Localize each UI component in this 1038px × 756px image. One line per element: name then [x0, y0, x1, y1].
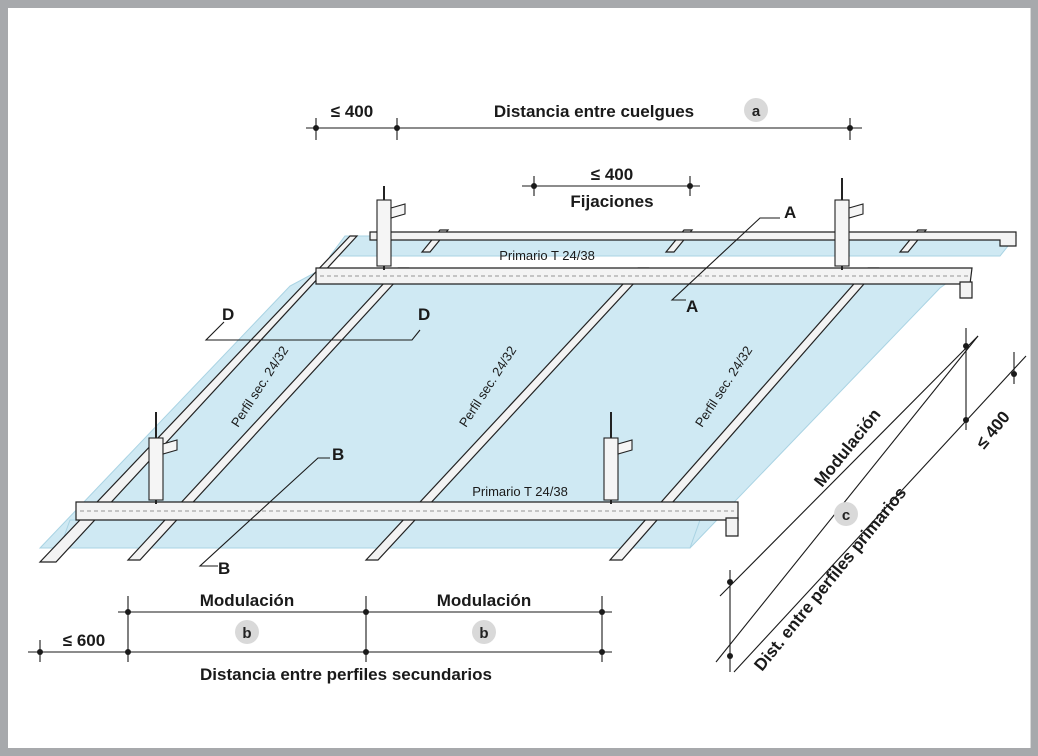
badge-b-2-label: b	[479, 625, 488, 642]
hanger-back-left	[376, 186, 406, 270]
hanger-front-right	[603, 412, 633, 504]
fixings-label: Fijaciones	[570, 192, 653, 211]
secondary-spacing-label: Distancia entre perfiles secundarios	[200, 665, 492, 684]
right-max-offset-label: ≤ 400	[972, 408, 1013, 453]
primary-front-label: Primario T 24/38	[472, 484, 568, 499]
section-A-lower: A	[686, 297, 698, 316]
secondary-profile-edge	[38, 235, 359, 563]
hanger-front-left	[148, 412, 178, 504]
hangers	[148, 178, 864, 504]
section-D: D D	[204, 305, 430, 341]
bottom-max-offset-label: ≤ 600	[63, 631, 105, 650]
primary-back-label: Primario T 24/38	[499, 248, 595, 263]
primary-back-end-right	[959, 281, 973, 299]
right-modulation-label: Modulación	[810, 405, 884, 490]
primary-profiles	[75, 231, 1017, 537]
section-B-upper: B	[332, 445, 344, 464]
primary-back-far	[369, 231, 1017, 247]
badge-b-2	[472, 620, 496, 644]
section-A-upper: A	[784, 203, 796, 222]
fixings-dimension: ≤ 400 Fijaciones	[522, 165, 700, 211]
bottom-modulation-1: Modulación	[200, 591, 294, 610]
ceiling-diagram: ≤ 400 Distancia entre cuelgues a ≤ 400 F…	[28, 98, 1027, 684]
top-max-offset-label: ≤ 400	[331, 102, 373, 121]
badge-b-1	[235, 620, 259, 644]
section-B-lower: B	[218, 559, 230, 578]
hanger-spacing-label: Distancia entre cuelgues	[494, 102, 694, 121]
badge-b-1-label: b	[242, 625, 251, 642]
badge-a-label: a	[752, 103, 761, 120]
bottom-dimension: Modulación Modulación b b ≤ 600 Distanci…	[28, 591, 612, 684]
badge-c-label: c	[842, 507, 850, 524]
fixings-max-label: ≤ 400	[591, 165, 633, 184]
hanger-back-right	[834, 178, 864, 270]
section-A: A A	[670, 203, 796, 316]
primary-front-end-right	[725, 517, 739, 537]
diagram-panel: ≤ 400 Distancia entre cuelgues a ≤ 400 F…	[8, 8, 1031, 748]
section-D-right: D	[418, 305, 430, 324]
bottom-modulation-2: Modulación	[437, 591, 531, 610]
section-D-left: D	[222, 305, 234, 324]
badge-c	[834, 502, 858, 526]
primary-spacing-label: Dist. entre perfiles primarios	[750, 483, 910, 674]
badge-a	[744, 98, 768, 122]
top-dimension: ≤ 400 Distancia entre cuelgues a	[306, 98, 862, 140]
secondary-profiles	[38, 229, 928, 563]
primary-profile-front	[75, 501, 739, 521]
section-B: B B	[198, 445, 344, 578]
